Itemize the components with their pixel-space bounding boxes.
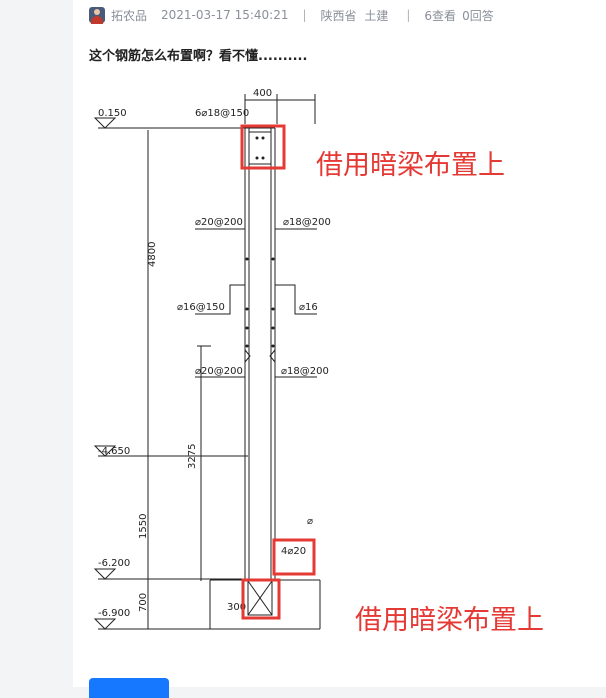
meta-divider: |: [302, 8, 307, 22]
author-avatar[interactable]: [89, 7, 105, 24]
rebar-left-1: ⌀20@200: [195, 217, 243, 228]
rebar-right-3: ⌀18@200: [281, 366, 329, 377]
dim-700: 700: [138, 593, 149, 612]
dim-3275: 3275: [187, 444, 198, 469]
rebar-left-2: ⌀16@150: [177, 302, 225, 313]
annotation-label-1: 借用暗梁布置上: [316, 150, 505, 181]
highlight-box-base: [241, 578, 281, 620]
post-card: [73, 0, 606, 687]
primary-action-button[interactable]: [89, 678, 169, 698]
rebar-drawing-image[interactable]: 400 0.150 6⌀18@150 ⌀20@200 ⌀18@200 4800 …: [85, 84, 331, 644]
rebar-left-3: ⌀20@200: [195, 366, 243, 377]
author-name[interactable]: 拓农品: [111, 8, 148, 23]
small-mark: ⌀: [307, 516, 313, 527]
elevation-low: -6.200: [98, 558, 130, 569]
elevation-top: 0.150: [98, 108, 127, 119]
province-label: 陕西省: [320, 8, 357, 23]
highlight-box-top: [240, 124, 286, 170]
dim-300: 300: [227, 602, 246, 613]
bottom-rebar-label: 4⌀20: [281, 546, 306, 557]
view-count: 6查看: [424, 8, 457, 23]
dim-top: 400: [253, 88, 272, 99]
answer-count: 0回答: [462, 8, 494, 23]
rebar-right-1: ⌀18@200: [283, 217, 331, 228]
rebar-right-2: ⌀16: [299, 302, 318, 313]
elevation-bottom: -6.900: [98, 608, 130, 619]
dim-vertical: 4800: [147, 242, 158, 267]
post-location: 陕西省 土建: [321, 7, 393, 24]
dim-1550: 1550: [138, 514, 149, 539]
post-datetime: 2021-03-17 15:40:21: [161, 8, 289, 22]
category-label: 土建: [364, 8, 389, 23]
annotation-label-2: 借用暗梁布置上: [355, 605, 544, 636]
post-meta: 拓农品 2021-03-17 15:40:21 | 陕西省 土建 | 6查看 0…: [89, 6, 508, 24]
highlight-box-bottom: [272, 538, 316, 576]
top-rebar-label: 6⌀18@150: [195, 108, 249, 119]
meta-divider: |: [406, 8, 411, 22]
question-title: 这个钢筋怎么布置啊？看不懂..........: [89, 49, 308, 64]
elevation-mid: -4.650: [98, 446, 130, 457]
